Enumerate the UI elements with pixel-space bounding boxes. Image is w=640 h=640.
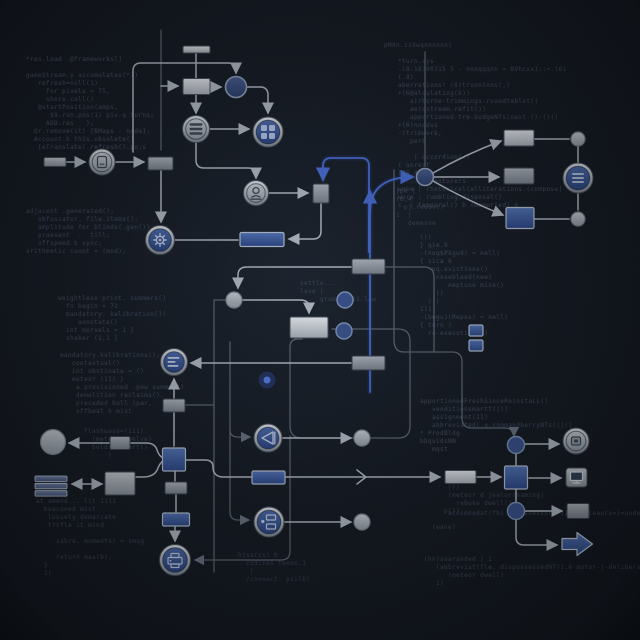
node-end-dot-1	[570, 131, 586, 147]
edge-square-exit	[185, 459, 252, 478]
node-tall-box	[312, 183, 330, 204]
node-process-box-3	[162, 398, 186, 413]
node-blue-dot-1	[336, 291, 354, 309]
node-glow-dot	[258, 371, 276, 389]
node-notes-circle	[160, 348, 188, 376]
edge-fan-edge-1	[432, 139, 503, 174]
node-mid-box-3	[351, 355, 386, 371]
edge-bluedot4-to-arrow	[515, 519, 559, 551]
node-small-dot-2	[353, 513, 371, 531]
node-fan-box-1	[503, 129, 535, 147]
node-monitor-tile	[565, 467, 588, 488]
node-blue-dot-4	[506, 501, 526, 521]
edge-dot-to-grid	[246, 86, 274, 115]
node-input-bar	[43, 157, 67, 167]
node-process-box-6	[104, 471, 136, 496]
node-hub-dot	[415, 167, 435, 187]
node-fan-box-3	[505, 206, 535, 230]
node-blue-square-2	[503, 465, 529, 490]
node-person-circle	[243, 180, 269, 206]
edge-blue-elbow-tallbox	[315, 157, 370, 253]
edge-graydot-to-midbox2	[242, 299, 315, 315]
node-boxes-circle	[253, 506, 285, 538]
edge-midbox-to-graydot	[232, 266, 353, 290]
node-blue-square-1	[161, 447, 187, 472]
edge-printer-return	[193, 435, 291, 566]
edge-box5-to-square	[130, 442, 164, 459]
edge-trunk-right	[393, 169, 520, 438]
edges-layer	[65, 29, 579, 573]
node-gray-dot-1	[225, 291, 243, 309]
node-process-box-4	[164, 481, 188, 495]
node-end-box	[566, 503, 590, 519]
node-mini-square-1	[468, 324, 484, 337]
node-process-box-top	[182, 78, 211, 95]
edge-top-left-elbow	[132, 62, 242, 153]
edge-tallbox-to-bluebar	[287, 202, 322, 245]
edge-fan-edge-3	[432, 180, 505, 217]
edge-trunk-left-to-compass	[229, 341, 252, 443]
node-blue-dot-3	[506, 435, 526, 455]
node-blue-bar-2	[161, 512, 191, 527]
node-compass-circle	[253, 423, 283, 453]
node-small-dot-1	[353, 429, 371, 447]
edge-feedback-loop	[289, 328, 411, 439]
edge-glow	[320, 155, 372, 255]
node-process-box-5	[109, 436, 131, 450]
node-blue-bar-3	[251, 470, 286, 485]
node-end-circle-left	[39, 428, 67, 456]
edge-glow	[367, 174, 416, 215]
node-fan-box-4	[444, 470, 477, 484]
node-end-dot-2	[570, 211, 586, 227]
node-mid-box-1	[351, 258, 386, 275]
edge-trunk-left-to-boxes	[229, 429, 251, 526]
node-process-box-left	[147, 156, 174, 171]
node-menu-circle	[182, 115, 210, 143]
node-start-bar	[182, 45, 211, 54]
node-fan-box-2	[503, 167, 535, 185]
node-info-circle	[562, 162, 594, 194]
node-printer-circle	[159, 544, 191, 576]
node-frame-circle	[562, 427, 590, 455]
nodes-layer	[34, 45, 594, 576]
node-list-bars	[34, 475, 68, 497]
node-blue-dot-2	[335, 322, 353, 340]
node-blue-bar-1	[239, 231, 285, 248]
node-doc-circle	[88, 148, 116, 176]
node-mini-square-2	[468, 339, 484, 352]
node-mid-box-2	[289, 316, 329, 339]
node-grid-circle	[252, 116, 284, 148]
edge-box6-to-square	[135, 460, 164, 478]
node-state-dot-top	[224, 75, 248, 99]
node-gear-circle	[145, 225, 175, 255]
node-flow-arrow-glyph	[561, 531, 594, 557]
edge-menu-to-person	[195, 142, 262, 180]
